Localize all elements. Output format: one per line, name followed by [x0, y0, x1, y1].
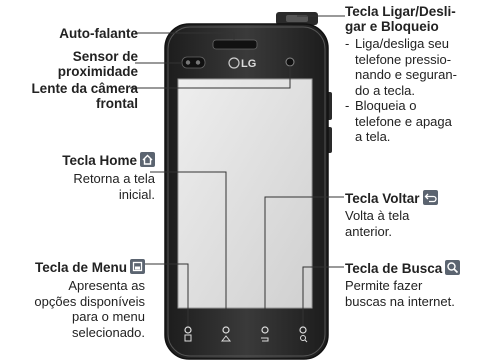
power-b1-line1: Liga/desliga seu	[355, 36, 449, 51]
power-callout: Tecla Ligar/Desli- gar e Bloqueio Liga/d…	[345, 4, 485, 145]
proximity-sensor	[181, 56, 206, 69]
camera-label: Lente da câmera frontal	[31, 81, 138, 111]
back-desc-line2: anterior.	[345, 223, 392, 239]
leader-back	[264, 196, 344, 326]
power-b1-line3: nando e seguran-	[355, 67, 457, 82]
soft-key-menu	[184, 326, 192, 342]
back-title: Tecla Voltar	[345, 190, 485, 206]
menu-desc-line2: opções disponíveis	[34, 293, 145, 309]
home-callout: Tecla Home Retorna a tela inicial.	[62, 152, 155, 202]
back-title-text: Tecla Voltar	[345, 191, 420, 206]
power-title-line1: Tecla Ligar/Desli-	[345, 4, 456, 19]
menu-title: Tecla de Menu	[34, 259, 145, 275]
leader-search	[302, 266, 344, 326]
leader-home	[150, 171, 227, 326]
proximity-label-line1: Sensor de	[72, 49, 138, 64]
search-icon	[445, 260, 461, 275]
power-b1-line4: do a tecla.	[355, 82, 415, 98]
menu-icon	[130, 259, 145, 274]
camera-label-line1: Lente da câmera	[31, 81, 138, 96]
search-callout: Tecla de Busca Permite fazer buscas na i…	[345, 260, 485, 309]
search-desc-line2: buscas na internet.	[345, 293, 455, 309]
earpiece	[212, 39, 258, 50]
power-b2-line2: telefone e apaga	[355, 113, 452, 129]
menu-desc-line1: Apresenta as	[68, 278, 145, 293]
soft-key-home	[220, 326, 232, 342]
home-desc-line2: inicial.	[118, 186, 155, 202]
leader-menu	[140, 263, 189, 326]
power-b1-line2: telefone pressio-	[355, 51, 452, 67]
search-title: Tecla de Busca	[345, 260, 485, 276]
back-desc-line1: Volta à tela	[345, 208, 410, 223]
power-b2-line1: Bloqueia o	[355, 98, 417, 113]
home-desc-line1: Retorna a tela	[73, 171, 155, 186]
home-title-text: Tecla Home	[62, 153, 137, 168]
speaker-label: Auto-falante	[59, 26, 138, 41]
soft-key-search	[299, 326, 308, 343]
menu-title-text: Tecla de Menu	[34, 260, 127, 275]
phone-screen	[177, 78, 313, 309]
power-title-line2: gar e Bloqueio	[345, 19, 439, 34]
camera-label-line2: frontal	[96, 96, 138, 111]
back-callout: Tecla Voltar Volta à tela anterior.	[345, 190, 485, 239]
leader-camera	[130, 66, 291, 89]
proximity-label-line2: proximidade	[57, 64, 138, 79]
home-title: Tecla Home	[62, 152, 155, 168]
soft-key-back	[261, 326, 269, 342]
leader-speaker	[135, 32, 235, 40]
power-b2-line3: a tela.	[355, 129, 391, 144]
menu-callout: Tecla de Menu Apresenta as opções dispon…	[34, 259, 145, 340]
proximity-label: Sensor de proximidade	[58, 49, 138, 79]
search-title-text: Tecla de Busca	[345, 261, 443, 276]
power-bullet-2: Bloqueia o telefone e apaga a tela.	[345, 98, 485, 145]
brand-logo: LG	[241, 58, 256, 70]
search-desc-line1: Permite fazer	[345, 278, 423, 293]
menu-desc-line3: para o menu	[72, 309, 145, 324]
front-camera	[285, 57, 295, 67]
menu-desc-line4: selecionado.	[72, 324, 145, 340]
home-icon	[140, 152, 155, 167]
back-icon	[422, 190, 438, 205]
power-bullet-1: Liga/desliga seu telefone pressio- nando…	[345, 36, 485, 98]
